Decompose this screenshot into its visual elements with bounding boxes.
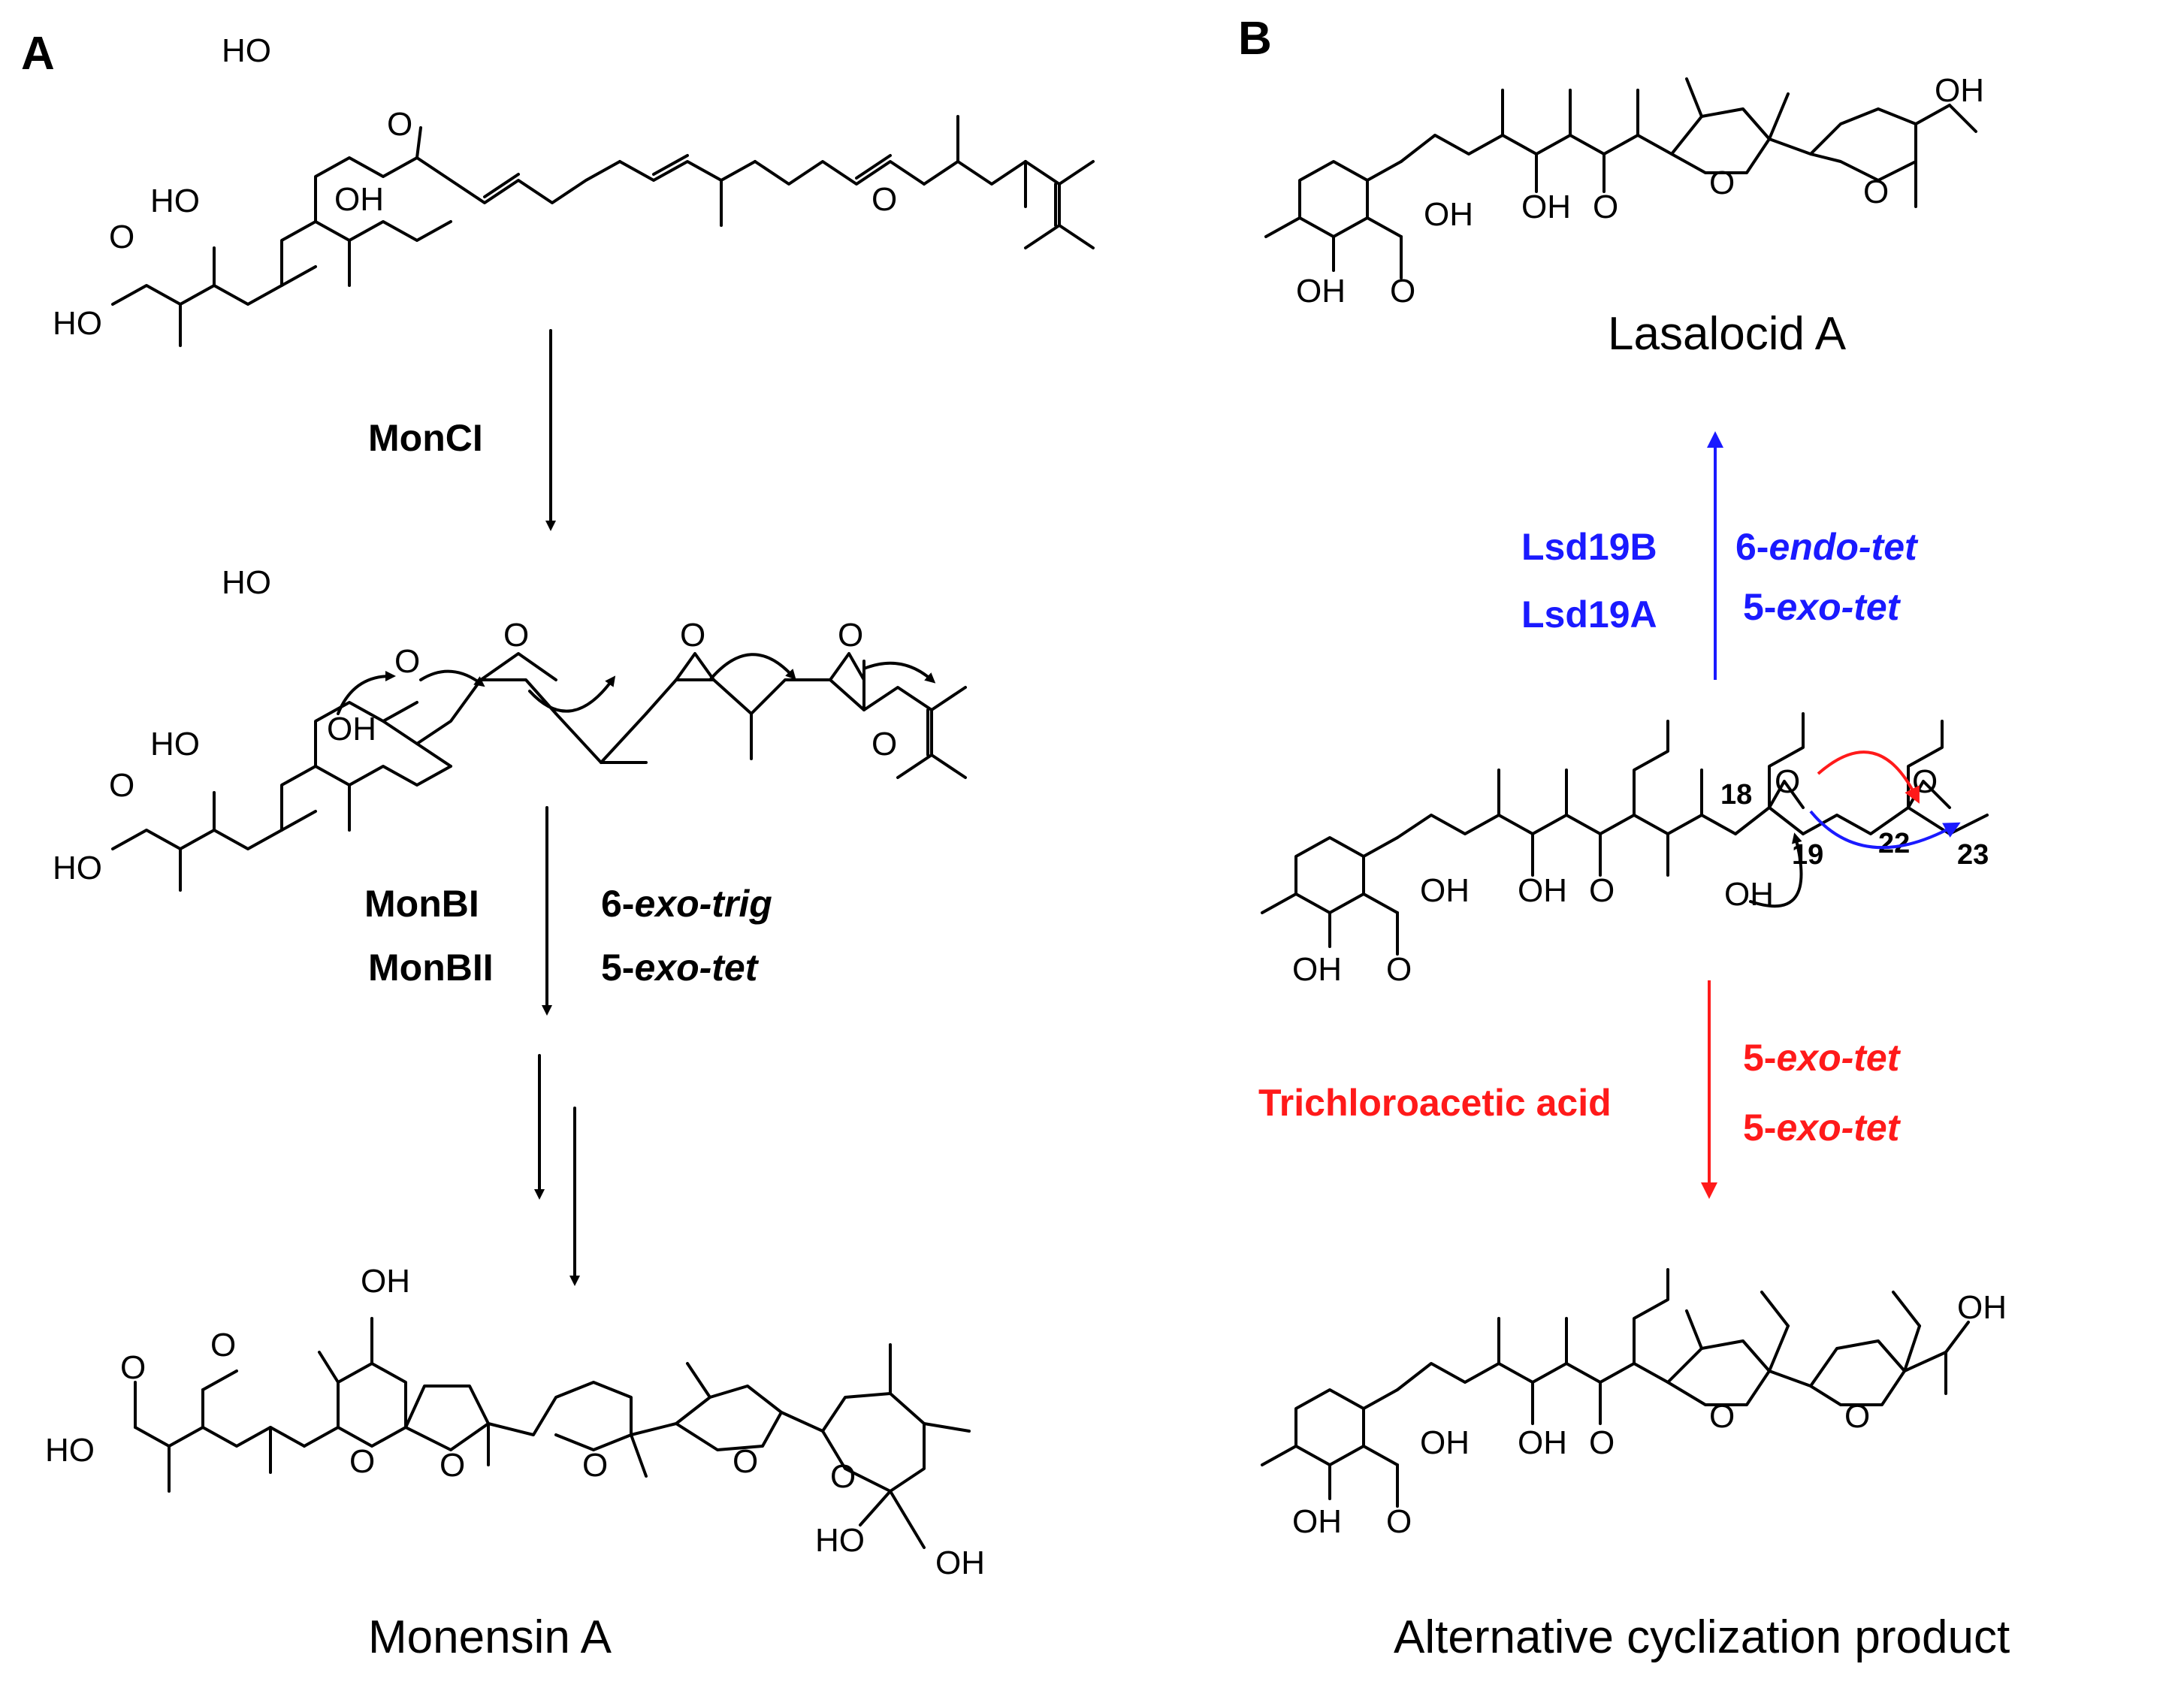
- a1-ho-top: HO: [222, 32, 271, 69]
- a3-methoxy-o: O: [210, 1327, 236, 1363]
- monensin-a-structure: [134, 1317, 971, 1549]
- b1-acid-oh: OH: [1424, 196, 1473, 233]
- monB-mode-1: 6-exo-trig: [601, 883, 772, 925]
- b2-acid-oh: OH: [1420, 872, 1470, 909]
- a1-oh-mid: OH: [334, 181, 384, 218]
- b2-ketone-o: O: [1589, 872, 1615, 909]
- b3-thf-o2: O: [1844, 1398, 1870, 1435]
- b2-epoxide-o1: O: [1775, 763, 1800, 800]
- triepoxide-intermediate-structure: [111, 652, 967, 892]
- lasalocid-a-structure: [1264, 77, 1977, 279]
- b3-oh-phenol: OH: [1292, 1503, 1342, 1540]
- monB-mode-2: 5-exo-tet: [601, 947, 760, 989]
- a2-epoxide-o2: O: [680, 617, 705, 654]
- enzyme-lsd19a: Lsd19A: [1521, 593, 1657, 636]
- b2-curved-arrow-red: [1817, 750, 1920, 804]
- b2-curved-arrow-black: [1749, 832, 1803, 908]
- b3-ketone-o: O: [1589, 1424, 1615, 1461]
- b1-oh-phenol: OH: [1296, 273, 1346, 310]
- a1-acid-o: O: [109, 219, 134, 255]
- a3-ho-acid: HO: [45, 1432, 95, 1469]
- lsd-mode-1: 6-endo-tet: [1735, 526, 1919, 568]
- a2-curved-arrow-5: [862, 661, 936, 684]
- monensin-a-name: Monensin A: [368, 1611, 612, 1663]
- a2-terminal-ketone-o: O: [871, 726, 897, 762]
- a3-oh-bottom: OH: [935, 1545, 985, 1581]
- a2-ho-left: HO: [150, 726, 200, 762]
- a1-ho-left: HO: [150, 183, 200, 219]
- enzyme-monBI: MonBI: [364, 883, 479, 925]
- b3-thf-o1: O: [1709, 1398, 1735, 1435]
- a3-ring-o2: O: [440, 1447, 465, 1484]
- a1-ketone-o: O: [387, 106, 412, 143]
- a2-curved-arrow-2: [419, 669, 485, 687]
- enzyme-lsd19b: Lsd19B: [1521, 526, 1657, 568]
- a3-ring-o3: O: [582, 1447, 608, 1484]
- a3-ring-o1: O: [349, 1443, 375, 1480]
- alternative-product-name: Alternative cyclization product: [1394, 1611, 2010, 1663]
- b1-oh-mid: OH: [1521, 189, 1571, 225]
- a2-ho-acid: HO: [53, 850, 102, 886]
- a1-terminal-ketone-o: O: [871, 181, 897, 218]
- acid-mode-1: 5-exo-tet: [1743, 1037, 1902, 1079]
- panel-b-label: B: [1238, 13, 1272, 65]
- b1-oh-thp: OH: [1935, 72, 1984, 109]
- a2-ketone-o: O: [394, 643, 420, 680]
- b2-oh-phenol: OH: [1292, 951, 1342, 988]
- a2-curved-arrow-3: [528, 675, 616, 713]
- b3-acid-oh: OH: [1420, 1424, 1470, 1461]
- b3-oh-terminal: OH: [1957, 1289, 2007, 1326]
- a2-acid-o: O: [109, 767, 134, 804]
- enzyme-monBII: MonBII: [368, 947, 494, 989]
- alternative-product-structure: [1261, 1268, 1970, 1508]
- lsd-mode-2: 5-exo-tet: [1743, 586, 1902, 628]
- atom-number-18: 18: [1720, 779, 1752, 811]
- b3-acid-o: O: [1386, 1503, 1412, 1540]
- a2-curved-arrow-1: [337, 671, 396, 715]
- b2-acid-o: O: [1386, 951, 1412, 988]
- b3-oh-mid: OH: [1518, 1424, 1567, 1461]
- panel-a-label: A: [21, 28, 55, 80]
- b1-thf-o: O: [1709, 165, 1735, 201]
- b1-ketone-o: O: [1593, 189, 1618, 225]
- a2-curved-arrow-4: [708, 653, 796, 681]
- acid-reagent: Trichloroacetic acid: [1258, 1082, 1612, 1124]
- enzyme-moncI: MonCI: [368, 417, 483, 459]
- a2-epoxide-o3: O: [838, 617, 863, 654]
- a2-ho-top: HO: [222, 564, 271, 601]
- atom-number-23: 23: [1957, 839, 1989, 871]
- a1-ho-acid: HO: [53, 305, 102, 342]
- precursor-polyene-structure: [111, 115, 1095, 347]
- lasalocid-a-name: Lasalocid A: [1608, 308, 1847, 360]
- a3-acid-o: O: [120, 1349, 146, 1386]
- a3-ring-o5: O: [830, 1458, 856, 1495]
- acid-mode-2: 5-exo-tet: [1743, 1107, 1902, 1149]
- b1-acid-o: O: [1390, 273, 1415, 310]
- a3-oh-top: OH: [361, 1263, 410, 1300]
- b2-curved-arrow-blue: [1809, 810, 1961, 850]
- a2-epoxide-o1: O: [503, 617, 529, 654]
- a3-ring-o4: O: [733, 1443, 758, 1480]
- b2-oh-nucleophile: OH: [1724, 876, 1774, 913]
- a3-ho-bottom: HO: [815, 1522, 865, 1559]
- b2-oh-mid: OH: [1518, 872, 1567, 909]
- a2-oh-mid: OH: [327, 711, 376, 747]
- b1-thp-o: O: [1863, 174, 1889, 210]
